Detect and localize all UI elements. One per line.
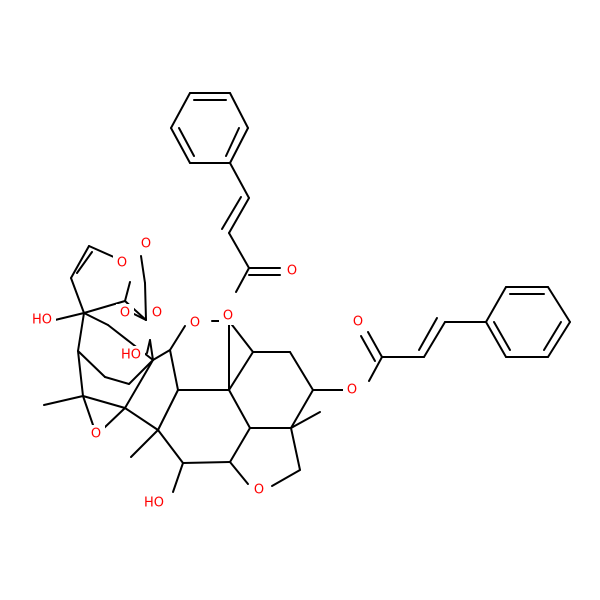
atom-o-ester-carbonyl: O (120, 306, 130, 321)
atom-o-ester-link: O (152, 306, 162, 321)
atom-oh-hemiketal: HO (121, 348, 141, 363)
core-skeleton (43, 245, 346, 493)
phenyl-ring-upper (170, 92, 249, 164)
atom-o-thf-lower: O (254, 483, 264, 498)
atom-o-epoxide: O (91, 427, 101, 442)
phenyl-ring-right (485, 286, 571, 358)
atom-oh-lower: HO (144, 496, 164, 511)
cinnamoyl-group-upper (170, 92, 281, 293)
atom-o-cinnamate-right-carbonyl: O (353, 315, 363, 330)
atom-oh-bridgehead: HO (32, 313, 52, 328)
atom-o-cinnamate-upper-link: O (223, 309, 233, 324)
atom-o-furan: O (117, 256, 127, 271)
atom-o-cinnamate-upper-carbonyl: O (287, 264, 297, 279)
cinnamoyl-group-right (360, 286, 571, 382)
atom-o-thf-upper: O (190, 316, 200, 331)
atom-o-methoxy: O (141, 237, 151, 252)
atom-labels: O O O O HO HO O O HO O O O O O (28, 235, 367, 512)
atom-o-cinnamate-right-link: O (347, 383, 357, 398)
